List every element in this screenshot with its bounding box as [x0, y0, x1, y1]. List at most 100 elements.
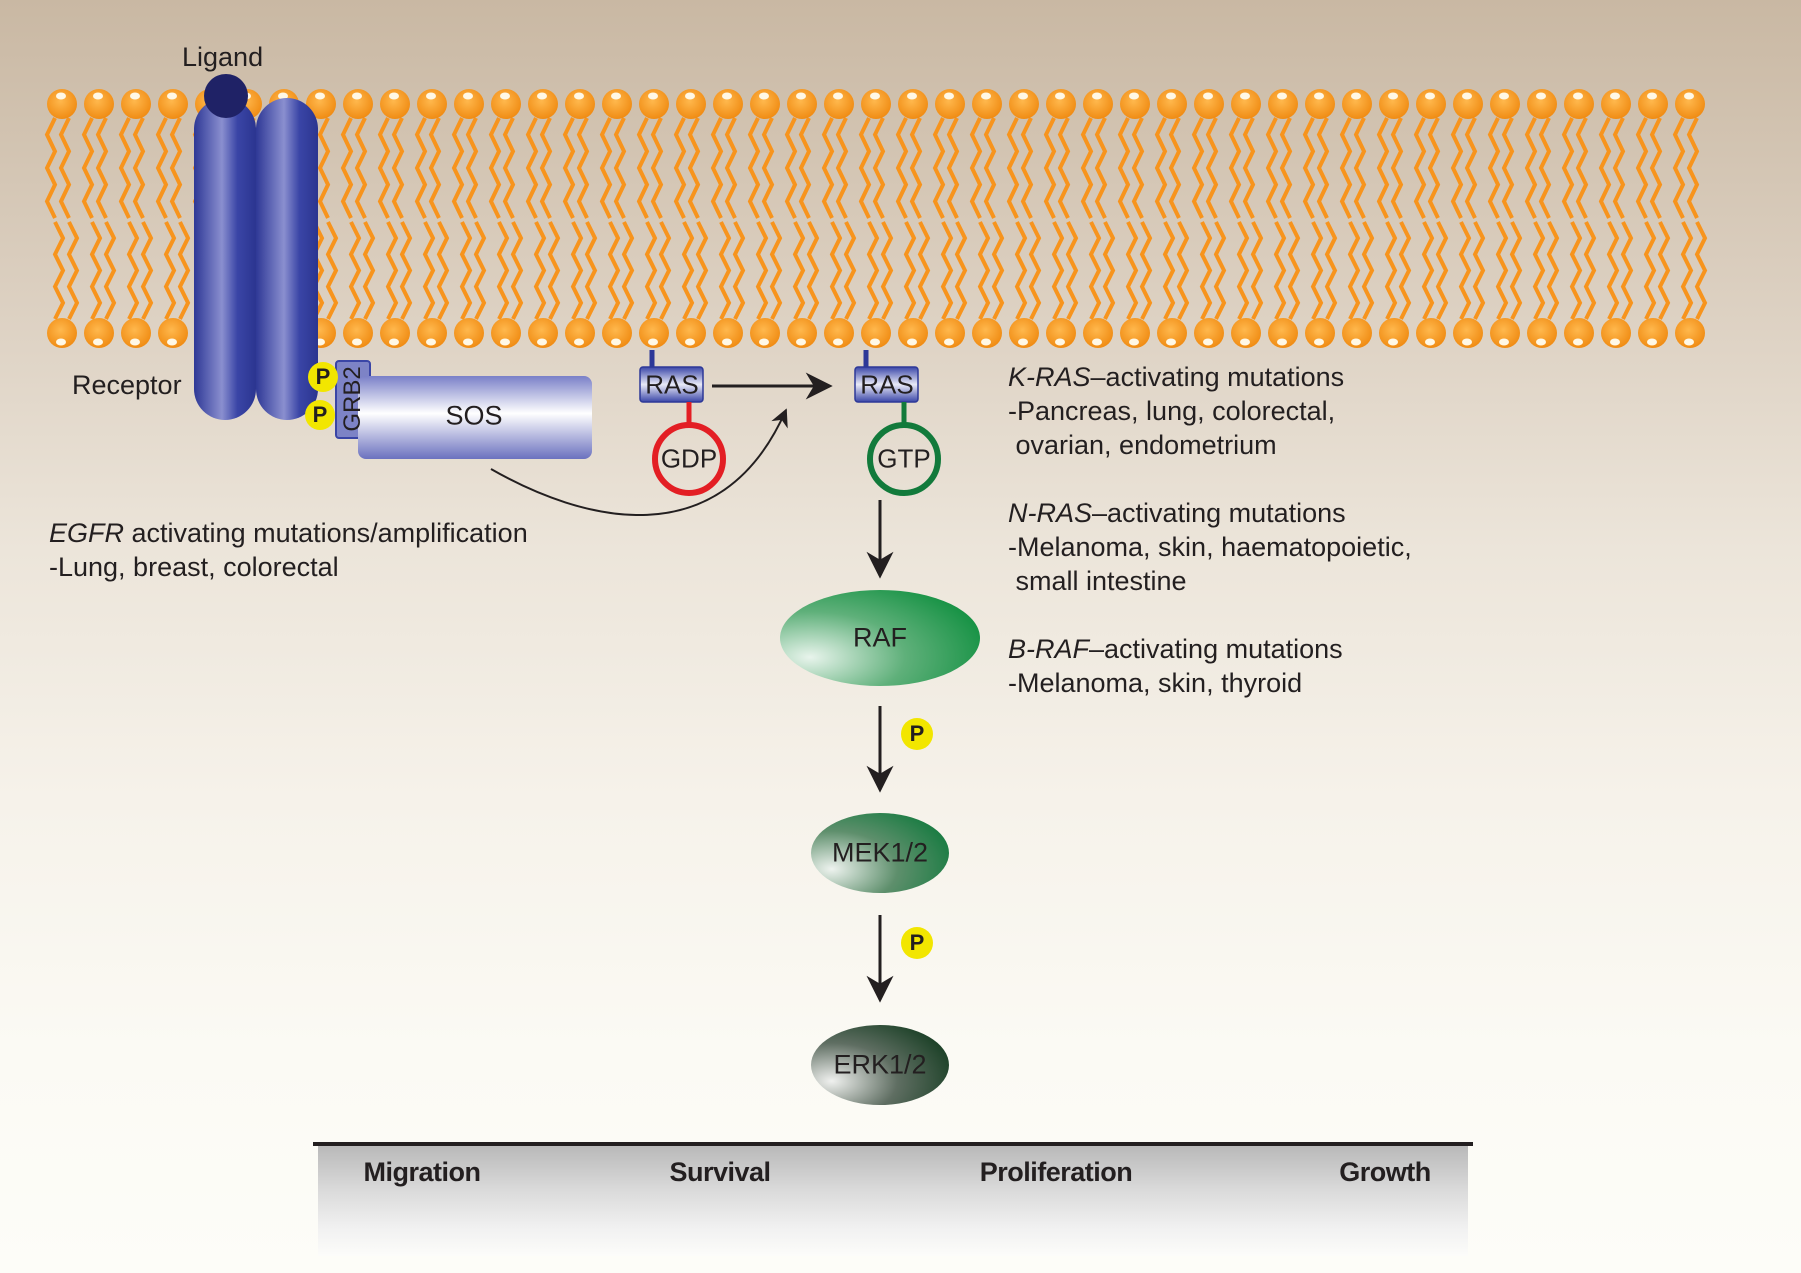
- lipid-highlight: [167, 92, 177, 100]
- lipid-highlight: [167, 338, 177, 346]
- lipid-highlight: [833, 338, 843, 346]
- lipid-head: [1675, 318, 1705, 348]
- lipid-tail: [903, 221, 917, 320]
- lipid-head: [1379, 318, 1409, 348]
- raf-node[interactable]: [780, 590, 980, 686]
- raf-label: RAF: [853, 622, 907, 653]
- lipid-highlight: [1203, 338, 1213, 346]
- lipid-tail: [1390, 117, 1404, 219]
- lipid-highlight: [463, 92, 473, 100]
- lipid-tail: [932, 117, 946, 219]
- ras-inactive-box[interactable]: [639, 366, 704, 403]
- lipid-head: [454, 318, 484, 348]
- lipid-tail: [1672, 117, 1686, 219]
- lipid-highlight: [1055, 92, 1065, 100]
- lipid-tail: [658, 221, 672, 320]
- lipid-highlight: [685, 92, 695, 100]
- lipid-tail: [377, 117, 391, 219]
- lipid-tail: [155, 117, 169, 219]
- lipid-tail: [1583, 221, 1597, 320]
- lipid-tail: [533, 221, 547, 320]
- egfr-gene: EGFR: [49, 518, 125, 548]
- lipid-highlight: [537, 92, 547, 100]
- outcome-survival: Survival: [669, 1157, 771, 1187]
- lipid-tail: [362, 221, 376, 320]
- phospho-label: P: [909, 721, 925, 746]
- lipid-tail: [1080, 117, 1094, 219]
- gtp-ring[interactable]: [867, 422, 941, 496]
- lipid-highlight: [1314, 338, 1324, 346]
- erk-label: ERK1/2: [833, 1049, 927, 1080]
- lipid-tail: [1265, 117, 1279, 219]
- lipid-highlight: [1351, 338, 1361, 346]
- sos-to-ras-arrow: [490, 408, 788, 517]
- lipid-highlight: [759, 338, 769, 346]
- lipid-tail: [66, 221, 80, 320]
- lipid-tail: [496, 221, 510, 320]
- lipid-highlight: [426, 338, 436, 346]
- lipid-head: [84, 89, 114, 119]
- lipid-tail: [1014, 221, 1028, 320]
- lipid-head: [1490, 318, 1520, 348]
- mek-node[interactable]: [811, 813, 949, 893]
- lipid-highlight: [648, 92, 658, 100]
- phospho-label: P: [312, 402, 328, 427]
- sos-label: SOS: [445, 400, 503, 431]
- lipid-tail: [1273, 221, 1287, 320]
- lipid-head: [1416, 318, 1446, 348]
- lipid-tail: [169, 117, 183, 219]
- lipid-tail: [1464, 117, 1478, 219]
- lipid-tail: [562, 117, 576, 219]
- lipid-tail: [539, 117, 553, 219]
- lipid-tail: [1435, 221, 1449, 320]
- lipid-highlight: [574, 338, 584, 346]
- lipid-highlight: [648, 338, 658, 346]
- cellular-outcomes-panel: [318, 1146, 1468, 1256]
- lipid-highlight: [463, 338, 473, 346]
- ras-inactive-label: RAS: [645, 369, 699, 400]
- lipid-highlight: [1573, 92, 1583, 100]
- lipid-head: [1490, 89, 1520, 119]
- lipid-head: [972, 89, 1002, 119]
- lipid-highlight: [611, 92, 621, 100]
- gdp-ring[interactable]: [652, 422, 726, 496]
- phospho-icon: [901, 718, 933, 750]
- lipid-tail: [1228, 117, 1242, 219]
- lipid-head: [565, 89, 595, 119]
- lipid-tail: [1302, 117, 1316, 219]
- lipid-tail: [317, 117, 331, 219]
- receptor[interactable]: [194, 98, 318, 420]
- lipid-head: [1268, 89, 1298, 119]
- outcomes-divider: [313, 1142, 1473, 1146]
- lipid-head: [1194, 89, 1224, 119]
- lipid-tail: [89, 221, 103, 320]
- grb2-label: GRB2: [339, 366, 366, 432]
- sos-box[interactable]: [358, 376, 592, 459]
- lipid-tail: [1546, 221, 1560, 320]
- lipid-tail: [1310, 221, 1324, 320]
- ligand-icon[interactable]: [204, 74, 248, 118]
- lipid-highlight: [1277, 92, 1287, 100]
- lipid-tail: [1176, 221, 1190, 320]
- lipid-head: [1305, 318, 1335, 348]
- lipid-tail: [1384, 221, 1398, 320]
- lipid-highlight: [907, 92, 917, 100]
- gtp-label: GTP: [877, 443, 931, 474]
- lipid-tail: [1213, 221, 1227, 320]
- lipid-tail: [1495, 221, 1509, 320]
- lipid-highlight: [1240, 338, 1250, 346]
- lipid-highlight: [981, 92, 991, 100]
- lipid-tail: [1598, 117, 1612, 219]
- braf-annotation-tissues: -Melanoma, skin, thyroid: [1008, 668, 1303, 698]
- lipid-tail: [829, 221, 843, 320]
- ras-active-box[interactable]: [854, 366, 919, 403]
- erk-node[interactable]: [811, 1025, 949, 1105]
- lipid-highlight: [796, 92, 806, 100]
- lipid-tail: [1339, 117, 1353, 219]
- lipid-tail: [502, 117, 516, 219]
- lipid-tail: [792, 221, 806, 320]
- lipid-highlight: [1203, 92, 1213, 100]
- lipid-head: [565, 318, 595, 348]
- lipid-head: [306, 89, 336, 119]
- lipid-tail: [798, 117, 812, 219]
